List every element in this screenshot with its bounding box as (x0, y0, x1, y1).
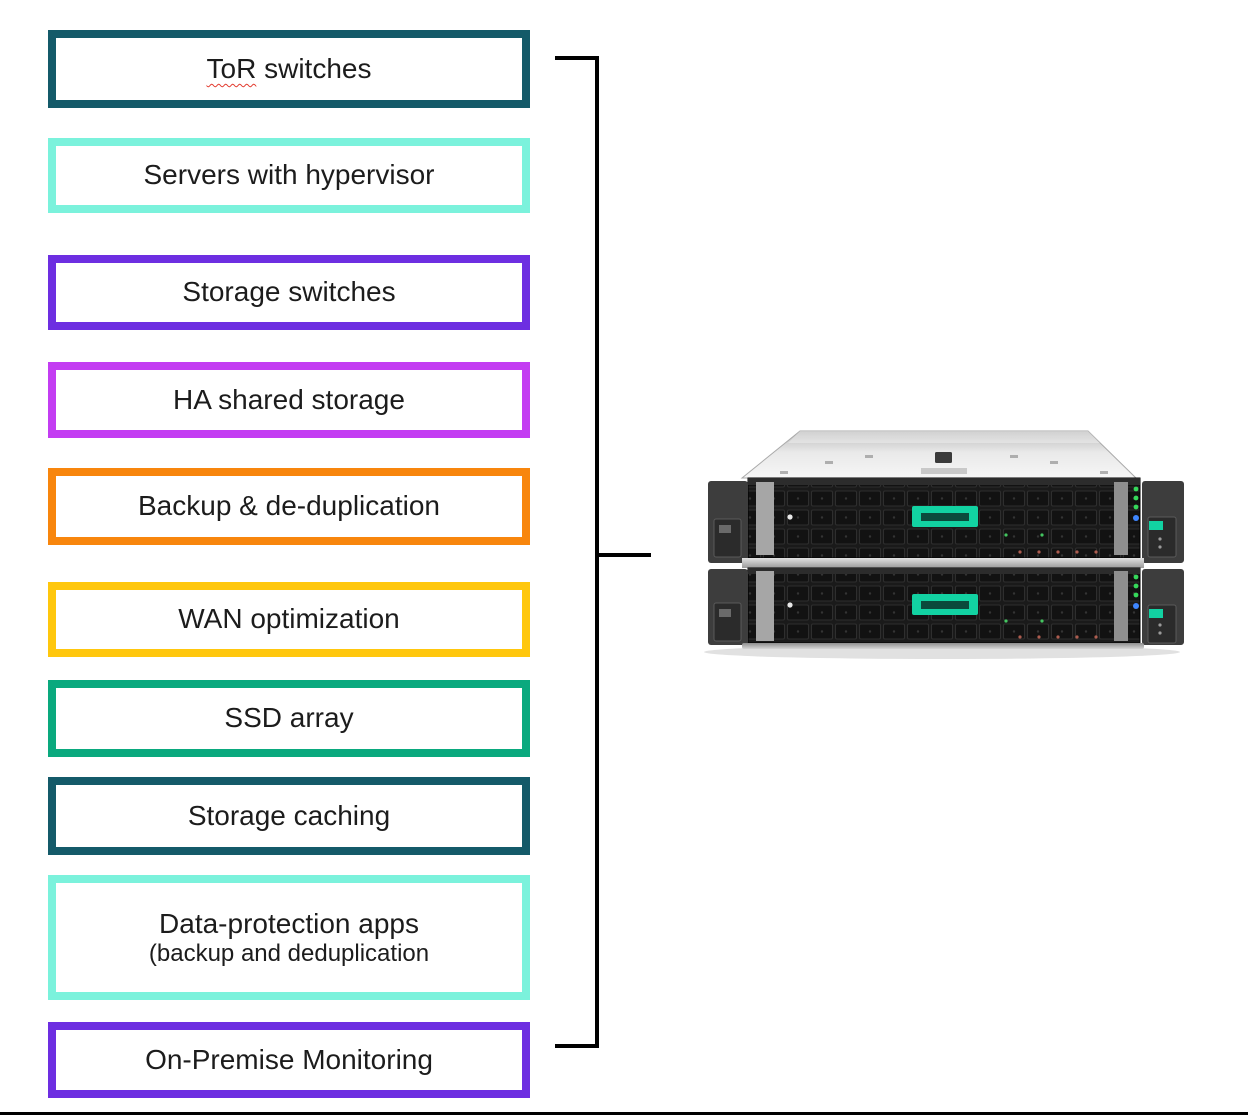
bracket-vertical (595, 56, 599, 1048)
hpe-logo-icon (935, 452, 952, 463)
component-label: Storage caching (187, 799, 391, 831)
chassis-base (742, 643, 1144, 649)
component-box-storage-switches: Storage switches (48, 255, 530, 330)
status-leds (1133, 486, 1139, 521)
bracket-top-arm (555, 56, 599, 60)
component-box-wan-optimization: WAN optimization (48, 582, 530, 657)
drive-leds (1004, 619, 1044, 623)
server-illustration (690, 413, 1200, 663)
component-box-backup-deduplication: Backup & de-duplication (48, 468, 530, 545)
server-lid-highlight (788, 431, 1100, 443)
component-label: Servers with hypervisor (143, 159, 435, 191)
quick-release-lever-right (1114, 482, 1128, 555)
drive-leds-amber (1018, 635, 1098, 639)
component-label: HA shared storage (173, 383, 405, 415)
quick-release-lever-left (756, 571, 774, 641)
spellcheck-word: ToR (206, 52, 257, 84)
component-label: WAN optimization (178, 603, 400, 635)
component-label: Storage switches (182, 276, 396, 308)
drive-leds-amber (1018, 550, 1098, 554)
server-unit-1 (708, 477, 1184, 563)
power-dot (787, 602, 793, 608)
server-image (704, 430, 1184, 659)
component-box-ha-shared-storage: HA shared storage (48, 362, 530, 438)
quick-release-lever-left (756, 482, 774, 555)
component-box-servers-with-hypervisor: Servers with hypervisor (48, 138, 530, 213)
component-label: On-Premise Monitoring (145, 1043, 433, 1075)
bracket-middle-tick (595, 553, 651, 557)
component-label: ToR switches (207, 53, 372, 85)
power-dot (787, 514, 793, 520)
label-tail: switches (256, 52, 372, 84)
bracket-bottom-arm (555, 1044, 599, 1048)
quick-release-lever-right (1114, 571, 1128, 641)
component-box-ssd-array: SSD array (48, 680, 530, 757)
lid-label (921, 468, 967, 474)
lid-screws (780, 455, 1108, 474)
component-box-data-protection-apps: Data-protection apps(backup and deduplic… (48, 875, 530, 1000)
component-box-storage-caching: Storage caching (48, 777, 530, 855)
status-leds (1133, 574, 1139, 609)
chassis-band (742, 558, 1144, 568)
component-box-on-premise-monitoring: On-Premise Monitoring (48, 1022, 530, 1098)
bottom-divider (0, 1112, 1248, 1115)
component-sublabel: (backup and deduplication (148, 939, 430, 967)
component-label: Data-protection apps (159, 907, 419, 939)
server-unit-2 (708, 567, 1184, 645)
drive-leds (1004, 533, 1044, 537)
component-box-tor-switches: ToR switches (48, 30, 530, 108)
component-label: Backup & de-duplication (138, 490, 440, 522)
component-label: SSD array (224, 702, 354, 734)
